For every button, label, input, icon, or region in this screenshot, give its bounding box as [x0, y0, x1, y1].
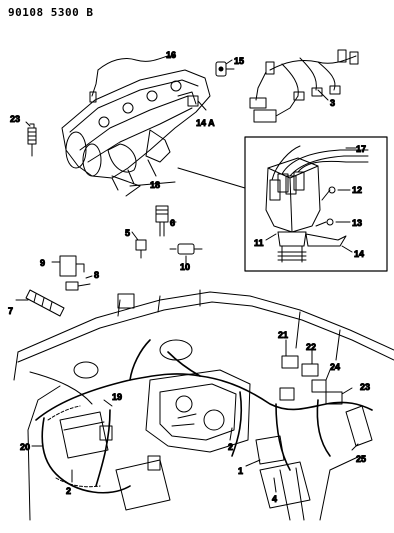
- callout-12: 12: [352, 185, 362, 195]
- harness-16: [89, 55, 169, 103]
- callout-2b: 2: [228, 442, 233, 452]
- callout-3: 3: [330, 98, 335, 108]
- callout-14: 14: [354, 249, 364, 259]
- sensor-6: [155, 205, 169, 237]
- callout-25: 25: [356, 454, 366, 464]
- callout-21: 21: [278, 330, 288, 340]
- connector-15: [215, 61, 235, 77]
- callout-6: 6: [170, 218, 175, 228]
- engine-intake-manifold: [61, 69, 211, 191]
- callout-22: 22: [306, 342, 316, 352]
- callout-19: 19: [112, 392, 122, 402]
- distributor-detail-box: [177, 136, 388, 272]
- diagram-part-code: 90108 5300 B: [8, 6, 94, 19]
- sensor-5: [135, 239, 147, 259]
- engine-bay-body: [13, 289, 394, 521]
- callout-20: 20: [20, 442, 30, 452]
- callout-1: 1: [238, 466, 243, 476]
- leader-18: [111, 175, 141, 197]
- callout-13: 13: [352, 218, 362, 228]
- callout-23b: 23: [360, 382, 370, 392]
- sensor-7: [25, 289, 65, 317]
- callout-14a: 14 A: [196, 118, 215, 128]
- callout-9: 9: [40, 258, 45, 268]
- callout-2a: 2: [66, 486, 71, 496]
- callout-4: 4: [272, 494, 277, 504]
- callout-24: 24: [330, 362, 340, 372]
- connector-14a: [187, 95, 207, 111]
- callout-17: 17: [356, 144, 366, 154]
- sensor-10: [169, 243, 203, 255]
- callout-11: 11: [254, 238, 264, 248]
- sensor-9: [59, 255, 85, 277]
- callout-16: 16: [166, 50, 176, 60]
- callout-10: 10: [180, 262, 190, 272]
- sensor-23: [27, 123, 37, 157]
- connector-8: [65, 281, 91, 291]
- callout-23a: 23: [10, 114, 20, 124]
- main-wiring-harness: [35, 339, 373, 494]
- callout-18: 18: [150, 180, 160, 190]
- harness-3: [249, 49, 359, 123]
- callout-7: 7: [8, 306, 13, 316]
- callout-5: 5: [125, 228, 130, 238]
- callout-8: 8: [94, 270, 99, 280]
- callout-15: 15: [234, 56, 244, 66]
